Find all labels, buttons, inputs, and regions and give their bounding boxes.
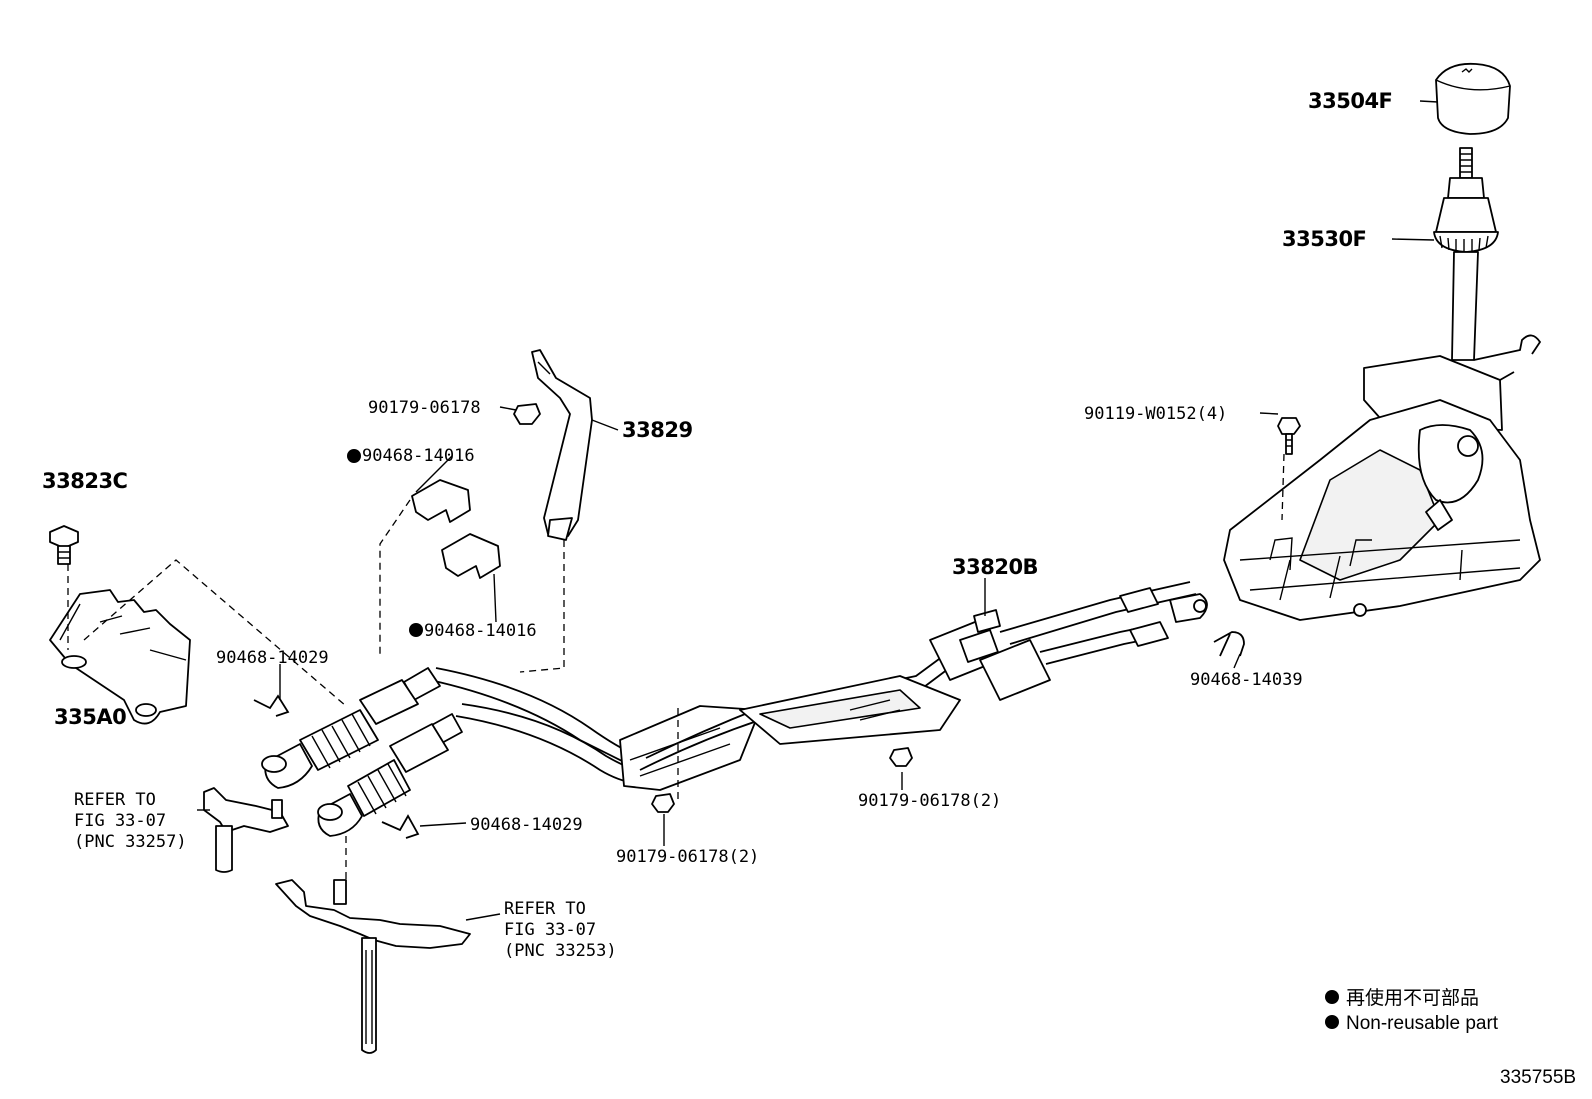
refer-bottom-line2: FIG 33-07 [504, 920, 596, 940]
label-90468-14029-b: 90468-14029 [470, 815, 583, 835]
bolt-90119-drawing [1277, 417, 1301, 455]
shift-lever-drawing [1433, 147, 1499, 361]
bolt-33823C-drawing [49, 525, 79, 565]
nut-90179-low-drawing [651, 793, 675, 813]
label-90468-14039: 90468-14039 [1190, 670, 1303, 690]
label-90179-06178-top: 90179-06178 [368, 398, 481, 418]
refer-note-bottom: REFER TO FIG 33-07 (PNC 33253) [504, 899, 617, 961]
shift-knob-drawing [1435, 62, 1511, 135]
label-335A0: 335A0 [54, 705, 126, 729]
bracket-33829-drawing [531, 349, 593, 541]
refer-left-line3: (PNC 33257) [74, 832, 187, 852]
label-33504F: 33504F [1308, 89, 1392, 113]
leader-lines [197, 100, 1439, 921]
label-33823C: 33823C [42, 469, 128, 493]
label-90119-W0152: 90119-W0152(4) [1084, 404, 1227, 424]
refer-left-line2: FIG 33-07 [74, 811, 166, 831]
label-90468-14016-b: 90468-14016 [424, 621, 537, 641]
label-33820B: 33820B [952, 555, 1038, 579]
label-90468-14016-a: 90468-14016 [362, 446, 475, 466]
illustration-code: 335755B [1500, 1067, 1576, 1088]
label-33530F: 33530F [1282, 227, 1366, 251]
clips-90468-14016-drawing [411, 479, 501, 579]
label-90468-14029-a: 90468-14029 [216, 648, 329, 668]
non-reusable-marker-b [409, 623, 423, 637]
non-reusable-marker-a [347, 449, 361, 463]
refer-note-left: REFER TO FIG 33-07 (PNC 33257) [74, 790, 187, 852]
shift-lever-housing-drawing [1223, 334, 1542, 621]
clips-90468-14029-drawing [253, 694, 420, 839]
refer-left-line1: REFER TO [74, 790, 156, 810]
legend-en: Non-reusable part [1346, 1013, 1499, 1034]
legend-marker-jp [1325, 990, 1339, 1004]
lever-33253-drawing [275, 879, 471, 1054]
refer-bottom-line1: REFER TO [504, 899, 586, 919]
dashed-reference-lines [67, 453, 1285, 880]
nut-90179-mid-drawing [889, 747, 913, 767]
lever-33257-drawing [203, 787, 289, 873]
refer-bottom-line3: (PNC 33253) [504, 941, 617, 961]
label-33829: 33829 [622, 418, 693, 442]
legend: 再使用不可部品 Non-reusable part [1325, 987, 1499, 1034]
label-90179-06178-low: 90179-06178(2) [616, 847, 759, 867]
part-labels: 33504F 33530F 90119-W0152(4) 33829 90179… [42, 89, 1393, 867]
cable-assembly-drawing [261, 581, 1208, 837]
label-90179-06178-mid: 90179-06178(2) [858, 791, 1001, 811]
legend-jp: 再使用不可部品 [1346, 987, 1479, 1009]
nut-90179-top-drawing [513, 403, 541, 425]
bracket-335A0-drawing [49, 589, 191, 725]
legend-marker-en [1325, 1015, 1339, 1029]
clip-90468-14039-drawing [1213, 631, 1245, 657]
